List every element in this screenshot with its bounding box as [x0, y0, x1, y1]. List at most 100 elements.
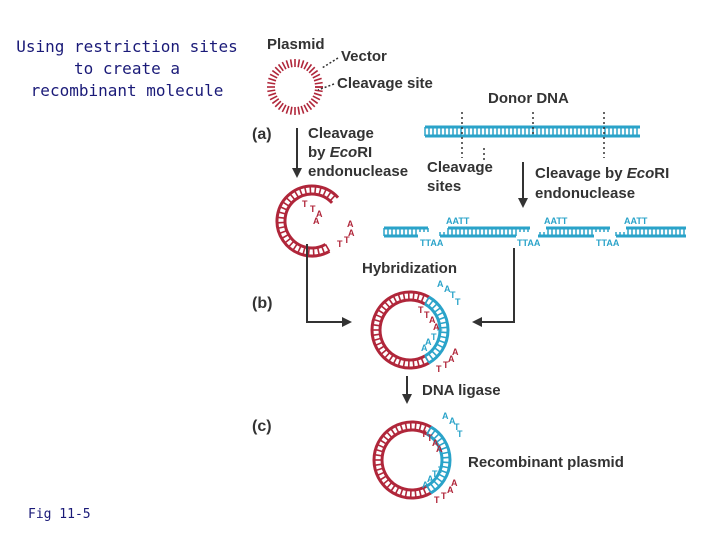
- base-pair: [385, 431, 393, 439]
- base-pair: [271, 69, 280, 76]
- base-pair: [431, 303, 438, 310]
- base-pair: [433, 307, 442, 314]
- base-pair: [433, 480, 440, 487]
- base-pair: [314, 81, 323, 85]
- base-pair: [374, 313, 383, 319]
- cut-vector-base-t: T: [337, 239, 343, 249]
- base-pair: [310, 69, 319, 76]
- donor-end-ttaa: TTAA: [420, 238, 444, 248]
- base-pair: [404, 422, 408, 431]
- caption-line-2: to create a: [74, 59, 180, 78]
- figure-reference: Fig 11-5: [28, 507, 91, 522]
- base-pair: [439, 446, 448, 451]
- base-pair: [312, 95, 321, 101]
- base-pair: [439, 469, 448, 474]
- donor-dna: [424, 125, 640, 138]
- hybrid-base-a: A: [452, 347, 459, 357]
- plasmid-label: Plasmid: [267, 36, 325, 53]
- recombinant-plasmid: [372, 420, 452, 500]
- base-pair: [375, 467, 384, 472]
- base-pair: [379, 439, 387, 445]
- base-pair: [277, 216, 286, 219]
- base-pair: [318, 186, 322, 196]
- cleavage-sites-line-1: Cleavage: [427, 159, 493, 176]
- base-pair: [300, 105, 305, 114]
- base-pair: [418, 422, 422, 432]
- caption-line-1: Using restriction sites: [16, 37, 238, 56]
- plasmid-vector: [267, 59, 323, 115]
- base-pair: [289, 193, 296, 201]
- base-pair: [436, 311, 444, 317]
- donor-end-aatt: AATT: [446, 216, 470, 226]
- base-pair: [382, 434, 390, 442]
- hybrid-base-t: T: [443, 360, 449, 370]
- hybrid-base-t: T: [455, 297, 461, 307]
- base-pair: [377, 309, 385, 315]
- base-pair: [310, 98, 319, 105]
- base-pair: [271, 98, 280, 105]
- base-pair: [416, 292, 420, 302]
- cut-vector-base-a: A: [316, 209, 323, 219]
- base-pair: [399, 488, 404, 497]
- base-pair: [303, 186, 308, 195]
- base-pair: [274, 66, 282, 74]
- base-pair: [420, 294, 425, 303]
- base-pair: [281, 233, 290, 240]
- cleavage-donor-line-2: endonuclease: [535, 185, 635, 202]
- base-pair: [289, 59, 293, 68]
- base-pair: [439, 326, 448, 329]
- base-pair: [308, 100, 316, 108]
- base-pair: [416, 358, 420, 368]
- base-pair: [436, 343, 444, 349]
- hybrid-base-a: A: [437, 279, 444, 289]
- recomb-base-a: A: [432, 438, 439, 448]
- hybrid-base-a: A: [448, 354, 455, 364]
- strand: [426, 432, 444, 488]
- base-pair: [383, 351, 391, 359]
- base-pair: [404, 489, 408, 498]
- base-pair: [322, 188, 327, 197]
- base-pair: [314, 186, 317, 195]
- base-pair: [306, 102, 313, 111]
- hybridization-label: Hybridization: [362, 260, 457, 277]
- base-pair: [426, 485, 432, 494]
- hybrid-base-a: A: [429, 315, 436, 325]
- donor-dna-label: Donor DNA: [488, 90, 569, 107]
- base-pair: [433, 433, 440, 440]
- recomb-base-a: A: [422, 480, 429, 490]
- base-pair: [289, 106, 293, 115]
- base-pair: [313, 77, 322, 82]
- hybrid-base-a: A: [433, 322, 440, 332]
- base-pair: [431, 350, 438, 357]
- base-pair: [392, 356, 398, 365]
- recomb-base-t: T: [432, 469, 438, 479]
- base-pair: [397, 358, 402, 367]
- recomb-base-a: A: [451, 478, 458, 488]
- hybrid-base-t: T: [418, 305, 424, 315]
- hybrid-base-t: T: [436, 364, 442, 374]
- base-pair: [314, 89, 323, 93]
- base-pair: [441, 451, 450, 455]
- base-pair: [377, 345, 385, 351]
- hybrid-base-a: A: [425, 337, 432, 347]
- base-pair: [399, 423, 404, 432]
- base-pair: [326, 191, 332, 199]
- recomb-base-a: A: [442, 411, 449, 421]
- cleavage-site-pointer: [317, 83, 335, 91]
- base-pair: [397, 293, 402, 302]
- diagram-caption: Using restriction sites to create a reco…: [4, 36, 250, 102]
- base-pair: [300, 60, 305, 69]
- base-pair: [293, 190, 300, 199]
- base-pair: [277, 225, 286, 230]
- base-pair: [435, 476, 444, 483]
- cleavage-sites-line-2: sites: [427, 178, 461, 195]
- recomb-base-t: T: [421, 429, 427, 439]
- base-pair: [285, 105, 290, 114]
- base-pair: [412, 359, 415, 368]
- base-pair: [329, 194, 337, 202]
- base-pair: [439, 321, 448, 325]
- cut-vector-base-t: T: [302, 199, 308, 209]
- base-pair: [277, 63, 284, 72]
- base-pair: [422, 487, 427, 496]
- base-pair: [427, 299, 435, 307]
